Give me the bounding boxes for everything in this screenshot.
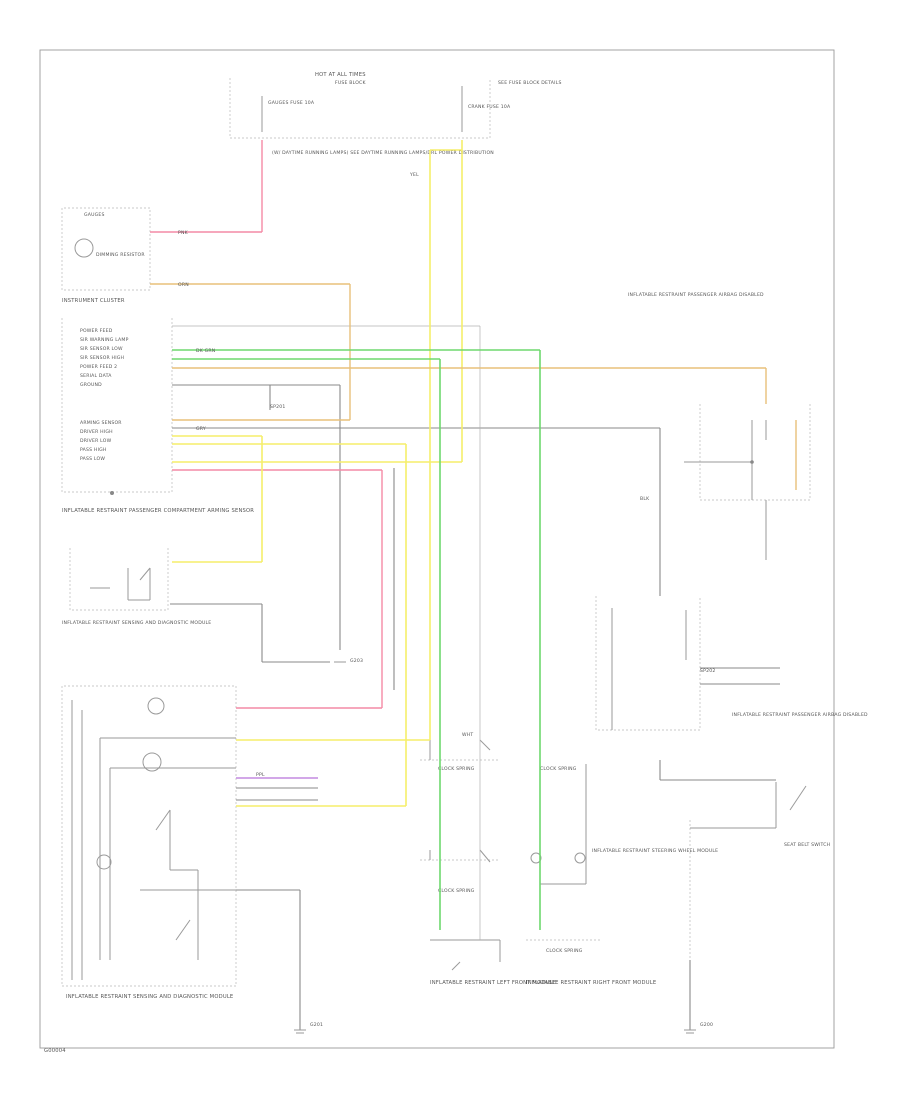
- instrument-cluster-title: INSTRUMENT CLUSTER: [62, 298, 125, 304]
- wire-label-gray: GRY: [196, 426, 206, 432]
- yellow-wires: [172, 140, 463, 807]
- ground-left-label: G201: [310, 1022, 323, 1028]
- fuse-block-top: HOT AT ALL TIMES FUSE BLOCK GAUGES FUSE …: [229, 72, 562, 139]
- sir-module: INFLATABLE RESTRAINT SENSING AND DIAGNOS…: [61, 685, 237, 1000]
- ground-right: G200: [684, 1022, 713, 1034]
- right-switch-block: INFLATABLE RESTRAINT PASSENGER AIRBAG DI…: [595, 292, 811, 731]
- right-note: INFLATABLE RESTRAINT PASSENGER AIRBAG DI…: [628, 292, 764, 298]
- passenger-switch-label: SEAT BELT SWITCH: [784, 842, 830, 848]
- ground-mid: G203: [334, 658, 363, 664]
- wire-label-yellow: YEL: [409, 172, 419, 178]
- instrument-cluster: DIMMING RESISTOR GAUGES INSTRUMENT CLUST…: [61, 207, 151, 304]
- sir-module-note: INFLATABLE RESTRAINT SENSING AND DIAGNOS…: [62, 620, 211, 626]
- gray-wires: [170, 325, 780, 1030]
- wire-label-green: DK GRN: [196, 348, 215, 354]
- arming-sensor-title: INFLATABLE RESTRAINT PASSENGER COMPARTME…: [62, 508, 254, 514]
- ground-right-label: G200: [700, 1022, 713, 1028]
- pin-label-10: DRIVER LOW: [80, 438, 112, 444]
- coil-label-3: CLOCK SPRING: [540, 766, 577, 772]
- pin-label-6: SERIAL DATA: [80, 373, 112, 379]
- pin-label-2: SIR WARNING LAMP: [80, 337, 129, 343]
- pin-label-3: SIR SENSOR LOW: [80, 346, 123, 352]
- splice-right-label: SP202: [700, 668, 715, 674]
- pin-label-12: PASS LOW: [80, 456, 105, 462]
- steering-module: CLOCK SPRING CLOCK SPRING INFLATABLE RES…: [420, 739, 556, 986]
- coil-label-2: CLOCK SPRING: [438, 888, 475, 894]
- fuse-left-label: GAUGES FUSE 10A: [268, 100, 315, 106]
- fuse-block-top-title: HOT AT ALL TIMES: [315, 72, 366, 78]
- wire-label-violet: PPL: [256, 772, 265, 778]
- splice-left-label: SP201: [270, 404, 285, 410]
- wire-label-pink: PNK: [178, 230, 189, 236]
- drivers-module-title: INFLATABLE RESTRAINT LEFT FRONT MODULE: [430, 980, 556, 986]
- green-wires: [172, 349, 541, 930]
- arming-sensor: INFLATABLE RESTRAINT PASSENGER COMPARTME…: [62, 508, 254, 611]
- coil-label-1: CLOCK SPRING: [438, 766, 475, 772]
- fuse-block-top-subtitle: FUSE BLOCK: [335, 80, 366, 86]
- pin-label-9: DRIVER HIGH: [80, 429, 113, 435]
- pass-module-title: INFLATABLE RESTRAINT RIGHT FRONT MODULE: [526, 980, 656, 986]
- pink-wires: [150, 140, 383, 709]
- cluster-bulb-label: DIMMING RESISTOR: [96, 252, 145, 258]
- orange-wires: [150, 283, 797, 490]
- ground-left: G201: [294, 1022, 323, 1034]
- sir-module-title: INFLATABLE RESTRAINT SENSING AND DIAGNOS…: [66, 994, 233, 1000]
- wire-label-white: WHT: [462, 732, 473, 738]
- coil-label-4: CLOCK SPRING: [546, 948, 583, 954]
- pin-label-5: POWER FEED 2: [80, 364, 117, 370]
- wire-label-black: BLK: [640, 496, 650, 502]
- ground-mid-label: G203: [350, 658, 363, 664]
- cluster-pin-block: POWER FEED SIR WARNING LAMP SIR SENSOR L…: [61, 318, 173, 495]
- pin-label-4: SIR SENSOR HIGH: [80, 355, 124, 361]
- cluster-gauges-label: GAUGES: [84, 212, 105, 218]
- diagram-frame: [39, 49, 835, 1049]
- footer-code: G00004: [44, 1048, 66, 1054]
- passenger-module: CLOCK SPRING INFLATABLE RESTRAINT STEERI…: [526, 764, 718, 986]
- seat-belt-switch: SEAT BELT SWITCH INFLATABLE RESTRAINT PA…: [689, 712, 868, 960]
- pin-label-1: POWER FEED: [80, 328, 113, 334]
- steering-module-label: INFLATABLE RESTRAINT STEERING WHEEL MODU…: [592, 848, 718, 854]
- pin-label-8: ARMING SENSOR: [80, 420, 122, 426]
- pin-label-11: PASS HIGH: [80, 447, 107, 453]
- fuse-right-label: CRANK FUSE 10A: [468, 104, 511, 110]
- right-note-2: INFLATABLE RESTRAINT PASSENGER AIRBAG DI…: [732, 712, 868, 718]
- pin-label-7: GROUND: [80, 382, 102, 388]
- fuse-note: (W/ DAYTIME RUNNING LAMPS) SEE DAYTIME R…: [272, 150, 494, 156]
- fuse-right-note: SEE FUSE BLOCK DETAILS: [498, 80, 562, 86]
- wire-label-orange: ORN: [178, 282, 189, 288]
